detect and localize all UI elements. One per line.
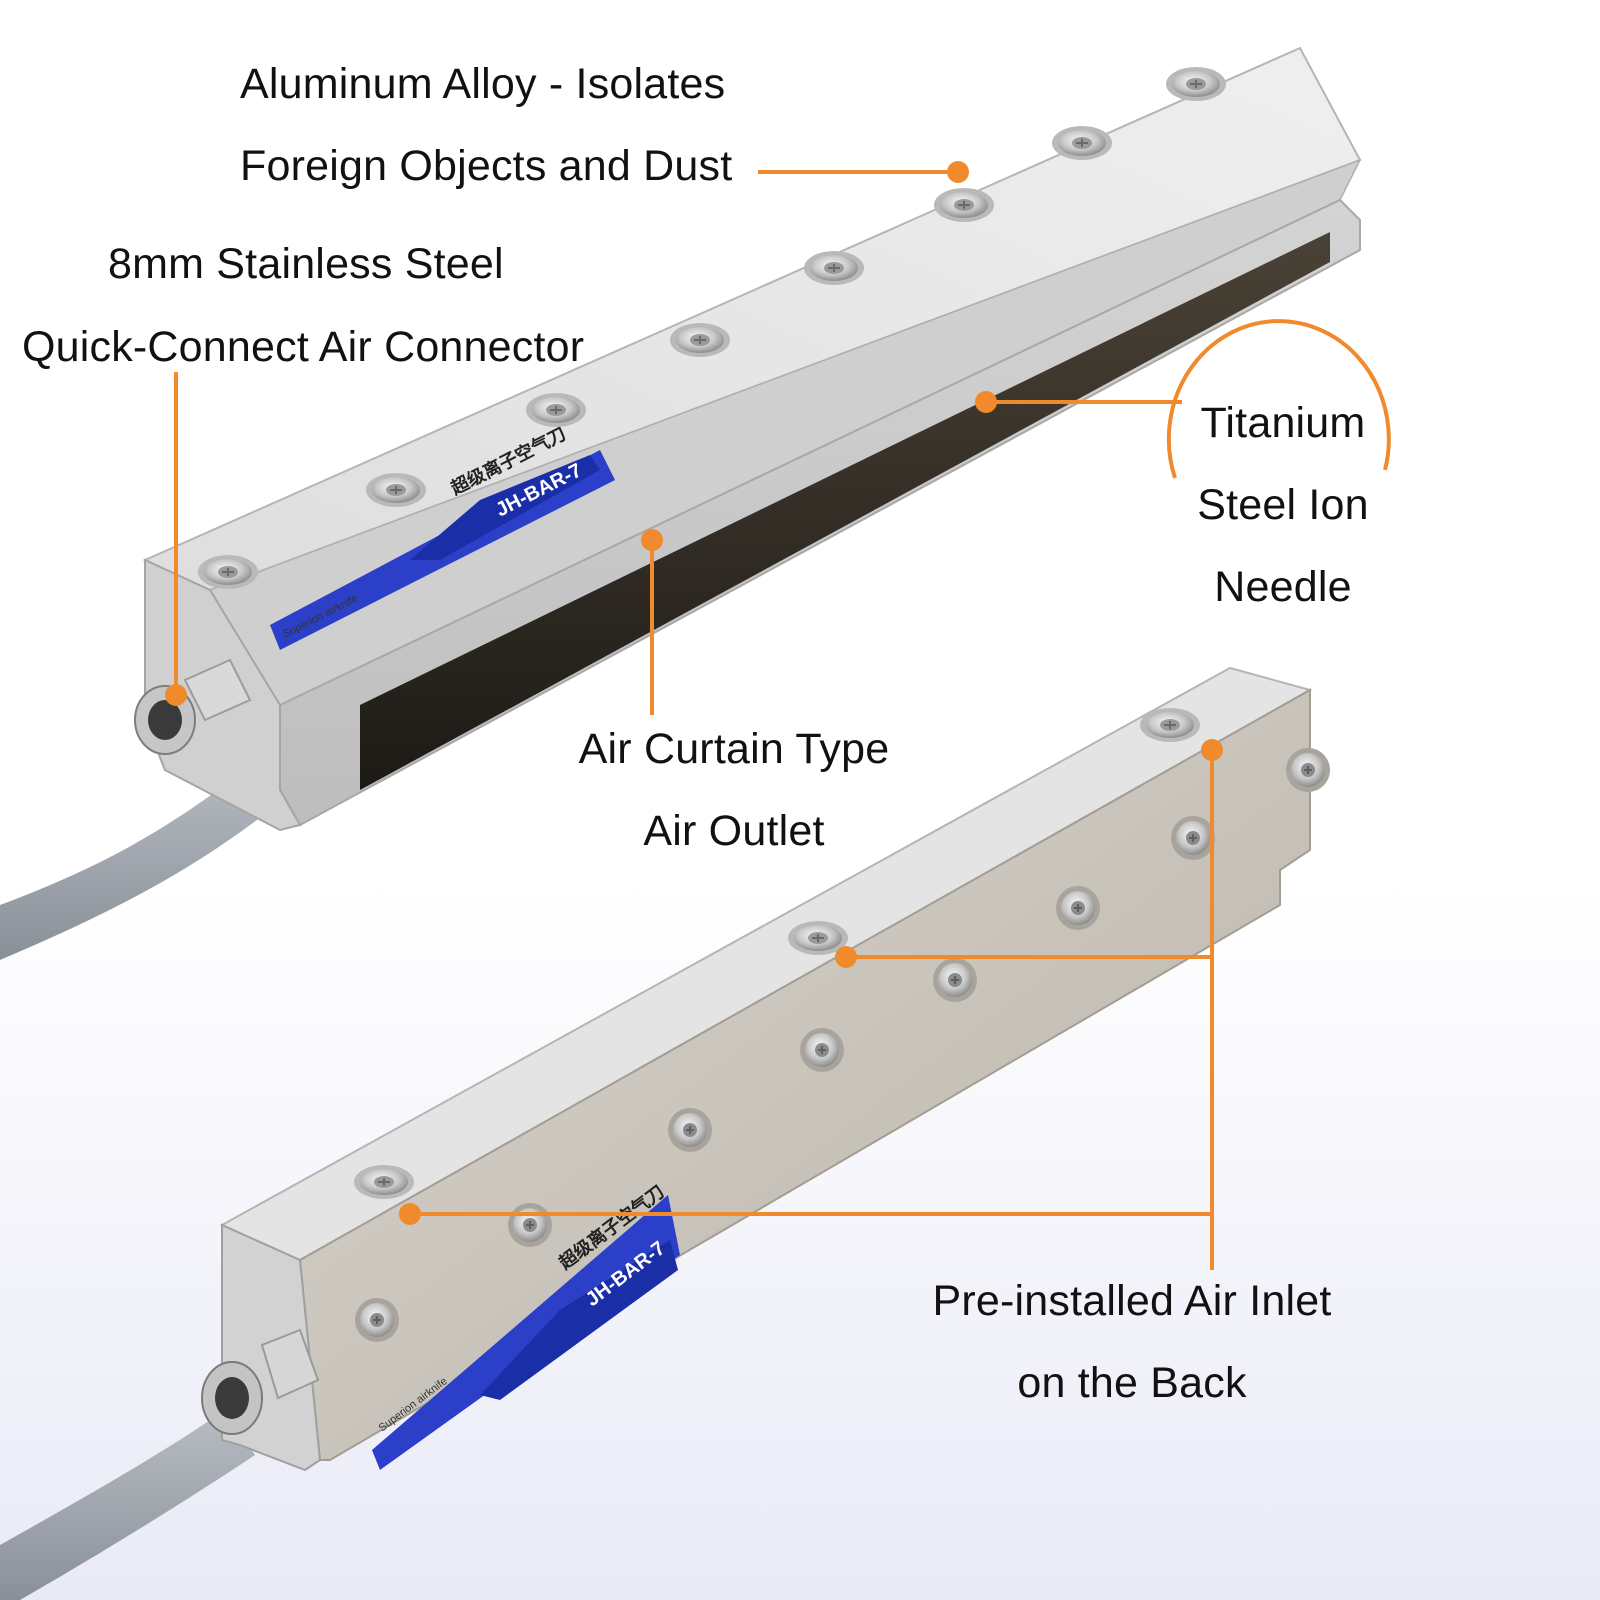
needle-label-line2: Steel Ion	[1197, 481, 1369, 529]
hex-screw-icon	[507, 1202, 553, 1248]
inlet-label-line1: Pre-installed Air Inlet	[932, 1277, 1332, 1325]
aluminum-label-line2: Foreign Objects and Dust	[240, 142, 733, 190]
air-knife-front-view: JH-BAR-7 超级离子空气刀 Superion airknife	[0, 46, 1362, 960]
air-outlet-slot	[360, 232, 1330, 790]
phillips-screw-icon	[525, 392, 587, 428]
callout-dots	[165, 161, 1223, 1225]
needle-label-line3: Needle	[1214, 563, 1352, 611]
hex-screw-icon	[1285, 747, 1331, 793]
phillips-screw-icon	[353, 1164, 415, 1200]
outlet-label-line1: Air Curtain Type	[578, 725, 890, 773]
callout-lines	[174, 170, 1391, 1270]
outlet-label-line2: Air Outlet	[643, 807, 825, 855]
connector-label-line1: 8mm Stainless Steel	[108, 240, 504, 288]
air-knife-back-view: JH-BAR-7 超级离子空气刀 Superion airknife	[0, 666, 1331, 1600]
phillips-screw-icon	[197, 554, 259, 590]
needle-label-line1: Titanium	[1200, 399, 1366, 447]
phillips-screw-icon	[1165, 66, 1227, 102]
hex-screw-icon	[932, 957, 978, 1003]
hex-screw-icon	[1170, 815, 1216, 861]
quick-connect-fitting-icon	[134, 658, 252, 755]
needle-arc	[1166, 319, 1391, 479]
phillips-screw-icon	[669, 322, 731, 358]
quick-connect-fitting-icon	[201, 1328, 320, 1435]
inlet-label-line2: on the Back	[1017, 1359, 1247, 1407]
phillips-screw-icon	[933, 187, 995, 223]
hex-screw-icon	[667, 1107, 713, 1153]
phillips-screw-icon	[1051, 125, 1113, 161]
hex-screw-icon	[799, 1027, 845, 1073]
phillips-screw-icon	[803, 250, 865, 286]
air-hose	[0, 755, 295, 960]
phillips-screw-icon	[365, 472, 427, 508]
aluminum-label-line1: Aluminum Alloy - Isolates	[240, 60, 726, 108]
hex-screw-icon	[354, 1297, 400, 1343]
phillips-screw-icon	[1139, 707, 1201, 743]
hex-screw-icon	[1055, 885, 1101, 931]
connector-label-line2: Quick-Connect Air Connector	[22, 323, 585, 371]
air-hose	[0, 1410, 255, 1600]
